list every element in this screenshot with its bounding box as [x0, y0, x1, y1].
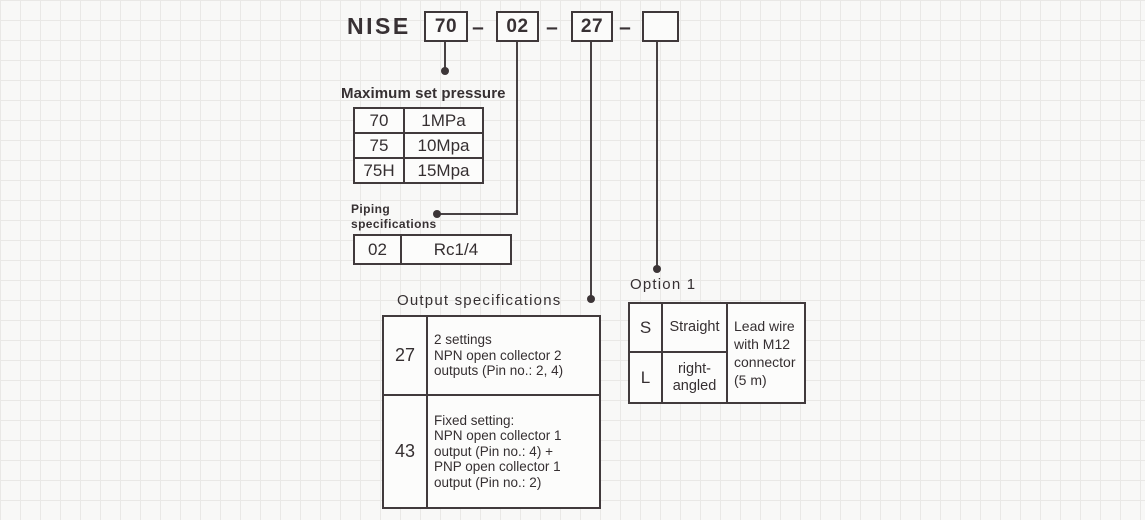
piping-table: 02 Rc1/4 [353, 234, 512, 265]
table-row: 75H 15Mpa [353, 157, 484, 184]
code-cell: S [628, 302, 663, 353]
value-cell: 1MPa [403, 107, 484, 134]
connector-line-piping-vertical [516, 42, 518, 215]
connector-dot-pressure [441, 67, 449, 75]
connector-line-pressure [444, 42, 446, 71]
table-row: 43 Fixed setting: NPN open collector 1 o… [382, 394, 601, 509]
code-cell: 43 [382, 394, 428, 509]
piping-section-title: Piping specifications [351, 202, 437, 231]
code-segment-box-option [642, 11, 679, 42]
pressure-section-title: Maximum set pressure [341, 85, 506, 102]
code-cell: L [628, 351, 663, 404]
table-row: 75 10Mpa [353, 132, 484, 159]
table-row: 70 1MPa [353, 107, 484, 134]
value-cell: Straight [661, 302, 728, 353]
code-segment-value: 70 [434, 15, 458, 37]
connector-dot-piping [433, 210, 441, 218]
code-cell: 75 [353, 132, 405, 159]
connector-line-piping-horizontal [437, 213, 518, 215]
dash-separator: – [619, 16, 631, 39]
code-segment-value: 27 [580, 15, 604, 37]
description-cell: Fixed setting: NPN open collector 1 outp… [426, 394, 601, 509]
connector-line-output [590, 42, 592, 299]
dash-separator: – [472, 16, 484, 39]
table-row: L right- angled [628, 351, 805, 404]
description-cell: 2 settings NPN open collector 2 outputs … [426, 315, 601, 396]
code-segment-value: 02 [506, 15, 529, 37]
option1-section-title: Option 1 [630, 276, 697, 293]
value-cell: 10Mpa [403, 132, 484, 159]
code-cell: 75H [353, 157, 405, 184]
connector-dot-option [653, 265, 661, 273]
value-cell: right- angled [661, 351, 728, 404]
code-segment-box-pressure: 70 [424, 11, 468, 42]
shared-description-cell: Lead wire with M12 connector (5 m) [726, 302, 806, 404]
table-row: 27 2 settings NPN open collector 2 outpu… [382, 315, 601, 396]
pressure-table: 70 1MPa 75 10Mpa 75H 15Mpa [353, 107, 484, 184]
code-cell: 70 [353, 107, 405, 134]
code-segment-box-piping: 02 [496, 11, 539, 42]
brand-label: NISE [347, 13, 411, 39]
table-row: 02 Rc1/4 [353, 234, 512, 265]
output-section-title: Output specifications [397, 292, 562, 309]
connector-line-option [656, 42, 658, 269]
code-cell: 02 [353, 234, 402, 265]
dash-separator: – [546, 16, 558, 39]
option1-table: S Straight Lead wire with M12 connector … [628, 302, 806, 404]
table-row: S Straight Lead wire with M12 connector … [628, 302, 806, 404]
value-cell: 15Mpa [403, 157, 484, 184]
value-cell: Rc1/4 [400, 234, 512, 265]
code-cell: 27 [382, 315, 428, 396]
output-table: 27 2 settings NPN open collector 2 outpu… [382, 315, 601, 509]
code-segment-box-output: 27 [571, 11, 613, 42]
connector-dot-output [587, 295, 595, 303]
